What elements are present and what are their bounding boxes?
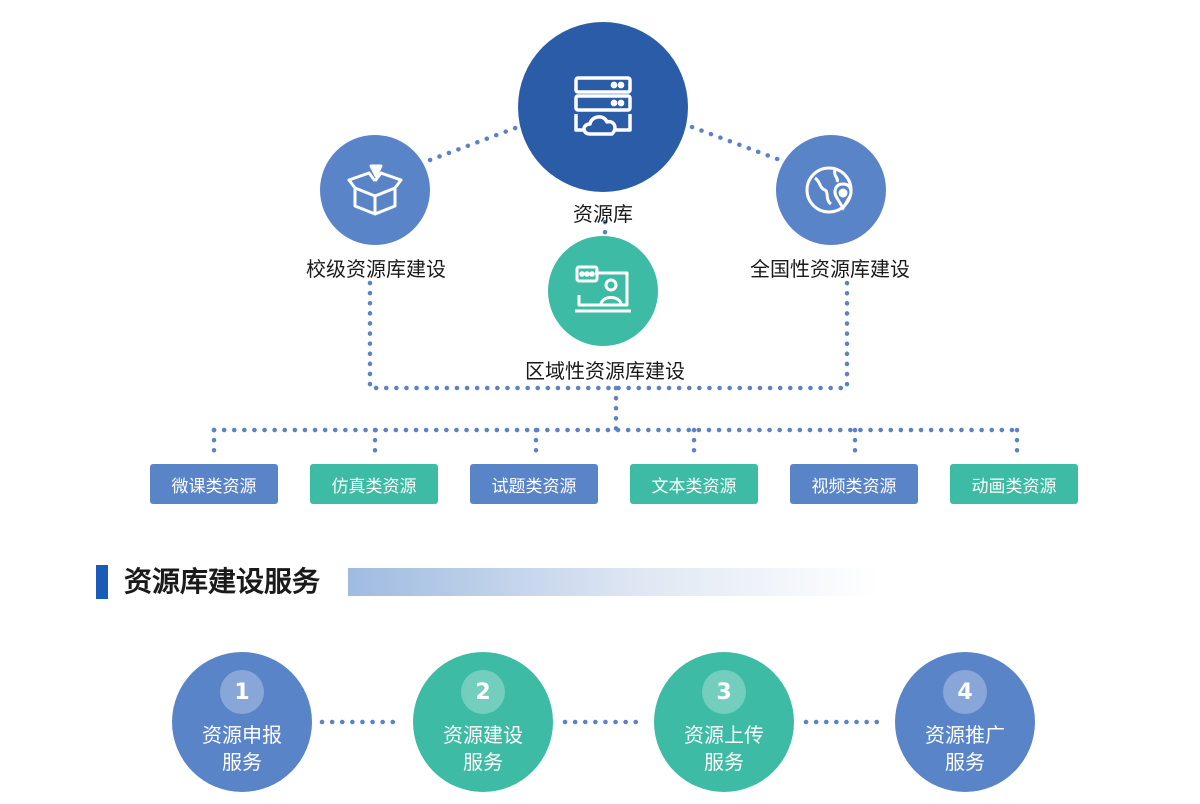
step-label-line1: 资源申报 [202,723,282,747]
section-accent-bar [96,565,108,599]
hub-circle [518,22,688,192]
open-box-icon [347,164,403,216]
step-circle: 2 资源建设服务 [413,652,553,792]
step-number: 1 [220,670,264,714]
regional-node-label: 区域性资源库建设 [525,359,685,383]
globe-pin-icon [805,166,853,214]
category-box: 微课类资源 [150,464,278,504]
step-label-line1: 资源建设 [443,723,523,747]
category-box: 文本类资源 [630,464,758,504]
category-box: 视频类资源 [790,464,918,504]
regional-node-circle [548,236,658,346]
step-label-line1: 资源上传 [684,723,764,747]
step-label-line2: 服务 [945,750,985,774]
step-circle: 4 资源推广服务 [895,652,1035,792]
step-circle: 1 资源申报服务 [172,652,312,792]
category-box: 试题类资源 [470,464,598,504]
category-box: 动画类资源 [950,464,1078,504]
step-label-line2: 服务 [222,750,262,774]
step-label-line2: 服务 [463,750,503,774]
national-node-circle [776,135,886,245]
step-number: 4 [943,670,987,714]
category-box: 仿真类资源 [310,464,438,504]
step-label: 资源推广服务 [910,722,1020,776]
hub-label: 资源库 [573,202,633,226]
national-node-label: 全国性资源库建设 [750,257,910,281]
step-label: 资源申报服务 [187,722,297,776]
step-number: 2 [461,670,505,714]
section-title: 资源库建设服务 [124,565,321,598]
section-title-gradient [348,568,878,596]
step-label-line1: 资源推广 [925,723,1005,747]
step-number: 3 [702,670,746,714]
step-label-line2: 服务 [704,750,744,774]
school-node-label: 校级资源库建设 [306,257,446,281]
step-label: 资源上传服务 [669,722,779,776]
server-cloud-icon [574,76,632,136]
step-circle: 3 资源上传服务 [654,652,794,792]
school-node-circle [320,135,430,245]
screen-chat-icon [575,265,631,313]
step-label: 资源建设服务 [428,722,538,776]
